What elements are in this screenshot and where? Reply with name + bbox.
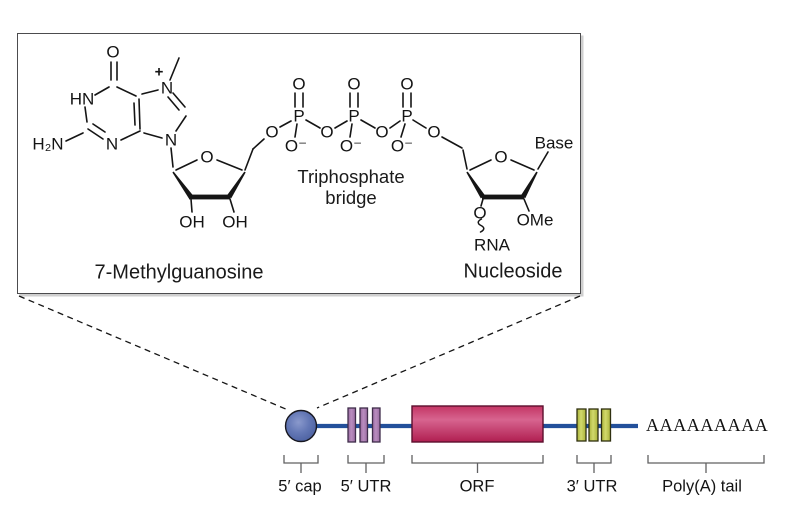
atom-label: H₂N [32,134,64,154]
atom-label: O [200,147,214,167]
zoom-connector-right [316,295,581,409]
caption-7-methylguanosine: 7-Methylguanosine [94,261,264,284]
bracket-3utr [576,455,612,473]
zoom-connector-lines [18,295,581,411]
atom-label: O⁻ [339,136,363,156]
bracket-polya [647,455,765,473]
atom-label: O [494,147,508,167]
atom-label: + [154,63,164,81]
five-prime-cap-sphere [284,409,318,443]
caption-triphosphate: Triphosphate [297,166,405,187]
atom-label: O [473,203,487,223]
five-prime-utr-bars [347,407,381,443]
polya-sequence-text: AAAAAAAAA [646,415,769,436]
atom-label: P [348,106,360,126]
atom-label: P [401,106,413,126]
atom-label: OMe [516,210,554,230]
label-5-utr: 5′ UTR [340,477,392,496]
label-3-utr: 3′ UTR [566,477,618,496]
chemical-bonds [65,57,549,233]
atom-label: Base [534,133,574,153]
label-orf: ORF [459,477,495,496]
atom-label: O [347,74,361,94]
atom-label: O⁻ [390,136,414,156]
atom-label: O [427,122,441,142]
segment-brackets [283,455,765,473]
caption-nucleoside: Nucleoside [463,260,563,283]
bracket-5cap [283,455,319,473]
atom-label: RNA [474,235,510,255]
atom-label: O [375,122,389,142]
orf-box [411,405,544,443]
bracket-orf [411,455,544,473]
atom-label: O [292,74,306,94]
atom-label: N [105,134,119,154]
atom-label: O⁻ [284,136,308,156]
zoom-connector-left [18,295,289,411]
atom-label: HN [69,89,95,109]
label-polya-tail: Poly(A) tail [662,477,742,496]
atom-label: N [160,78,174,98]
three-prime-utr-bars [576,408,612,442]
atom-label: P [293,106,305,126]
atom-label: O [320,122,334,142]
mrna-schematic [284,405,638,443]
caption-bridge: bridge [325,187,377,208]
atom-label: OH [222,212,248,232]
wedge-bonds [172,171,538,200]
atom-label: O [265,122,279,142]
atom-label: OH [179,212,205,232]
label-5-cap: 5′ cap [278,477,322,496]
atom-label: N [164,130,178,150]
atom-label: O [400,74,414,94]
atom-label: O [106,42,120,62]
bracket-5utr [347,455,385,473]
